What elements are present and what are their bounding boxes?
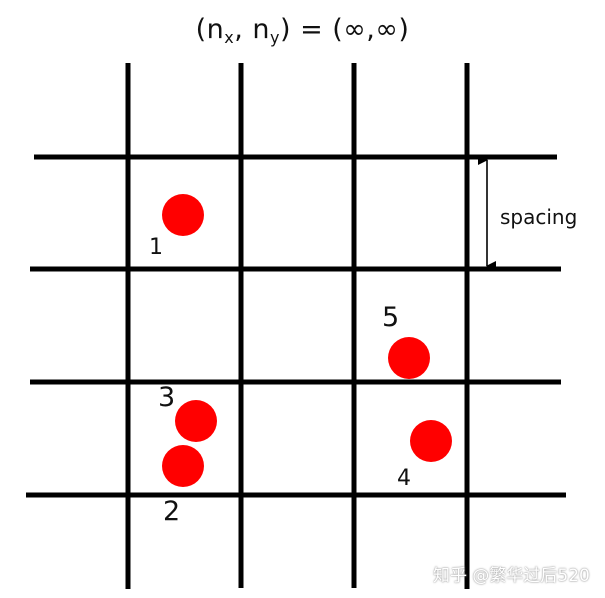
particle-4-dot — [410, 420, 452, 462]
title-part: (n — [195, 14, 225, 45]
particles — [162, 194, 452, 487]
spacing-label: spacing — [500, 205, 578, 229]
horizontal-grid-lines — [26, 154, 566, 498]
particle-1-label: 1 — [149, 235, 163, 260]
subscript-x: x — [224, 28, 235, 47]
particle-5-label: 5 — [382, 302, 400, 333]
particle-2-label: 2 — [163, 496, 181, 527]
vertical-grid-lines — [125, 63, 470, 589]
title-part: , n — [234, 14, 270, 45]
particle-1-dot — [162, 194, 204, 236]
particle-4-label: 4 — [397, 466, 411, 491]
particle-2-dot — [162, 445, 204, 487]
particle-5-dot — [388, 337, 430, 379]
diagram-title: (nx, ny) = (∞,∞) — [0, 14, 605, 47]
particle-3-label: 3 — [158, 382, 176, 413]
watermark: 知乎 @繁华过后520 — [433, 566, 590, 586]
subscript-y: y — [269, 28, 280, 47]
particle-3-dot — [175, 400, 217, 442]
title-part: ) = (∞,∞) — [279, 14, 410, 45]
